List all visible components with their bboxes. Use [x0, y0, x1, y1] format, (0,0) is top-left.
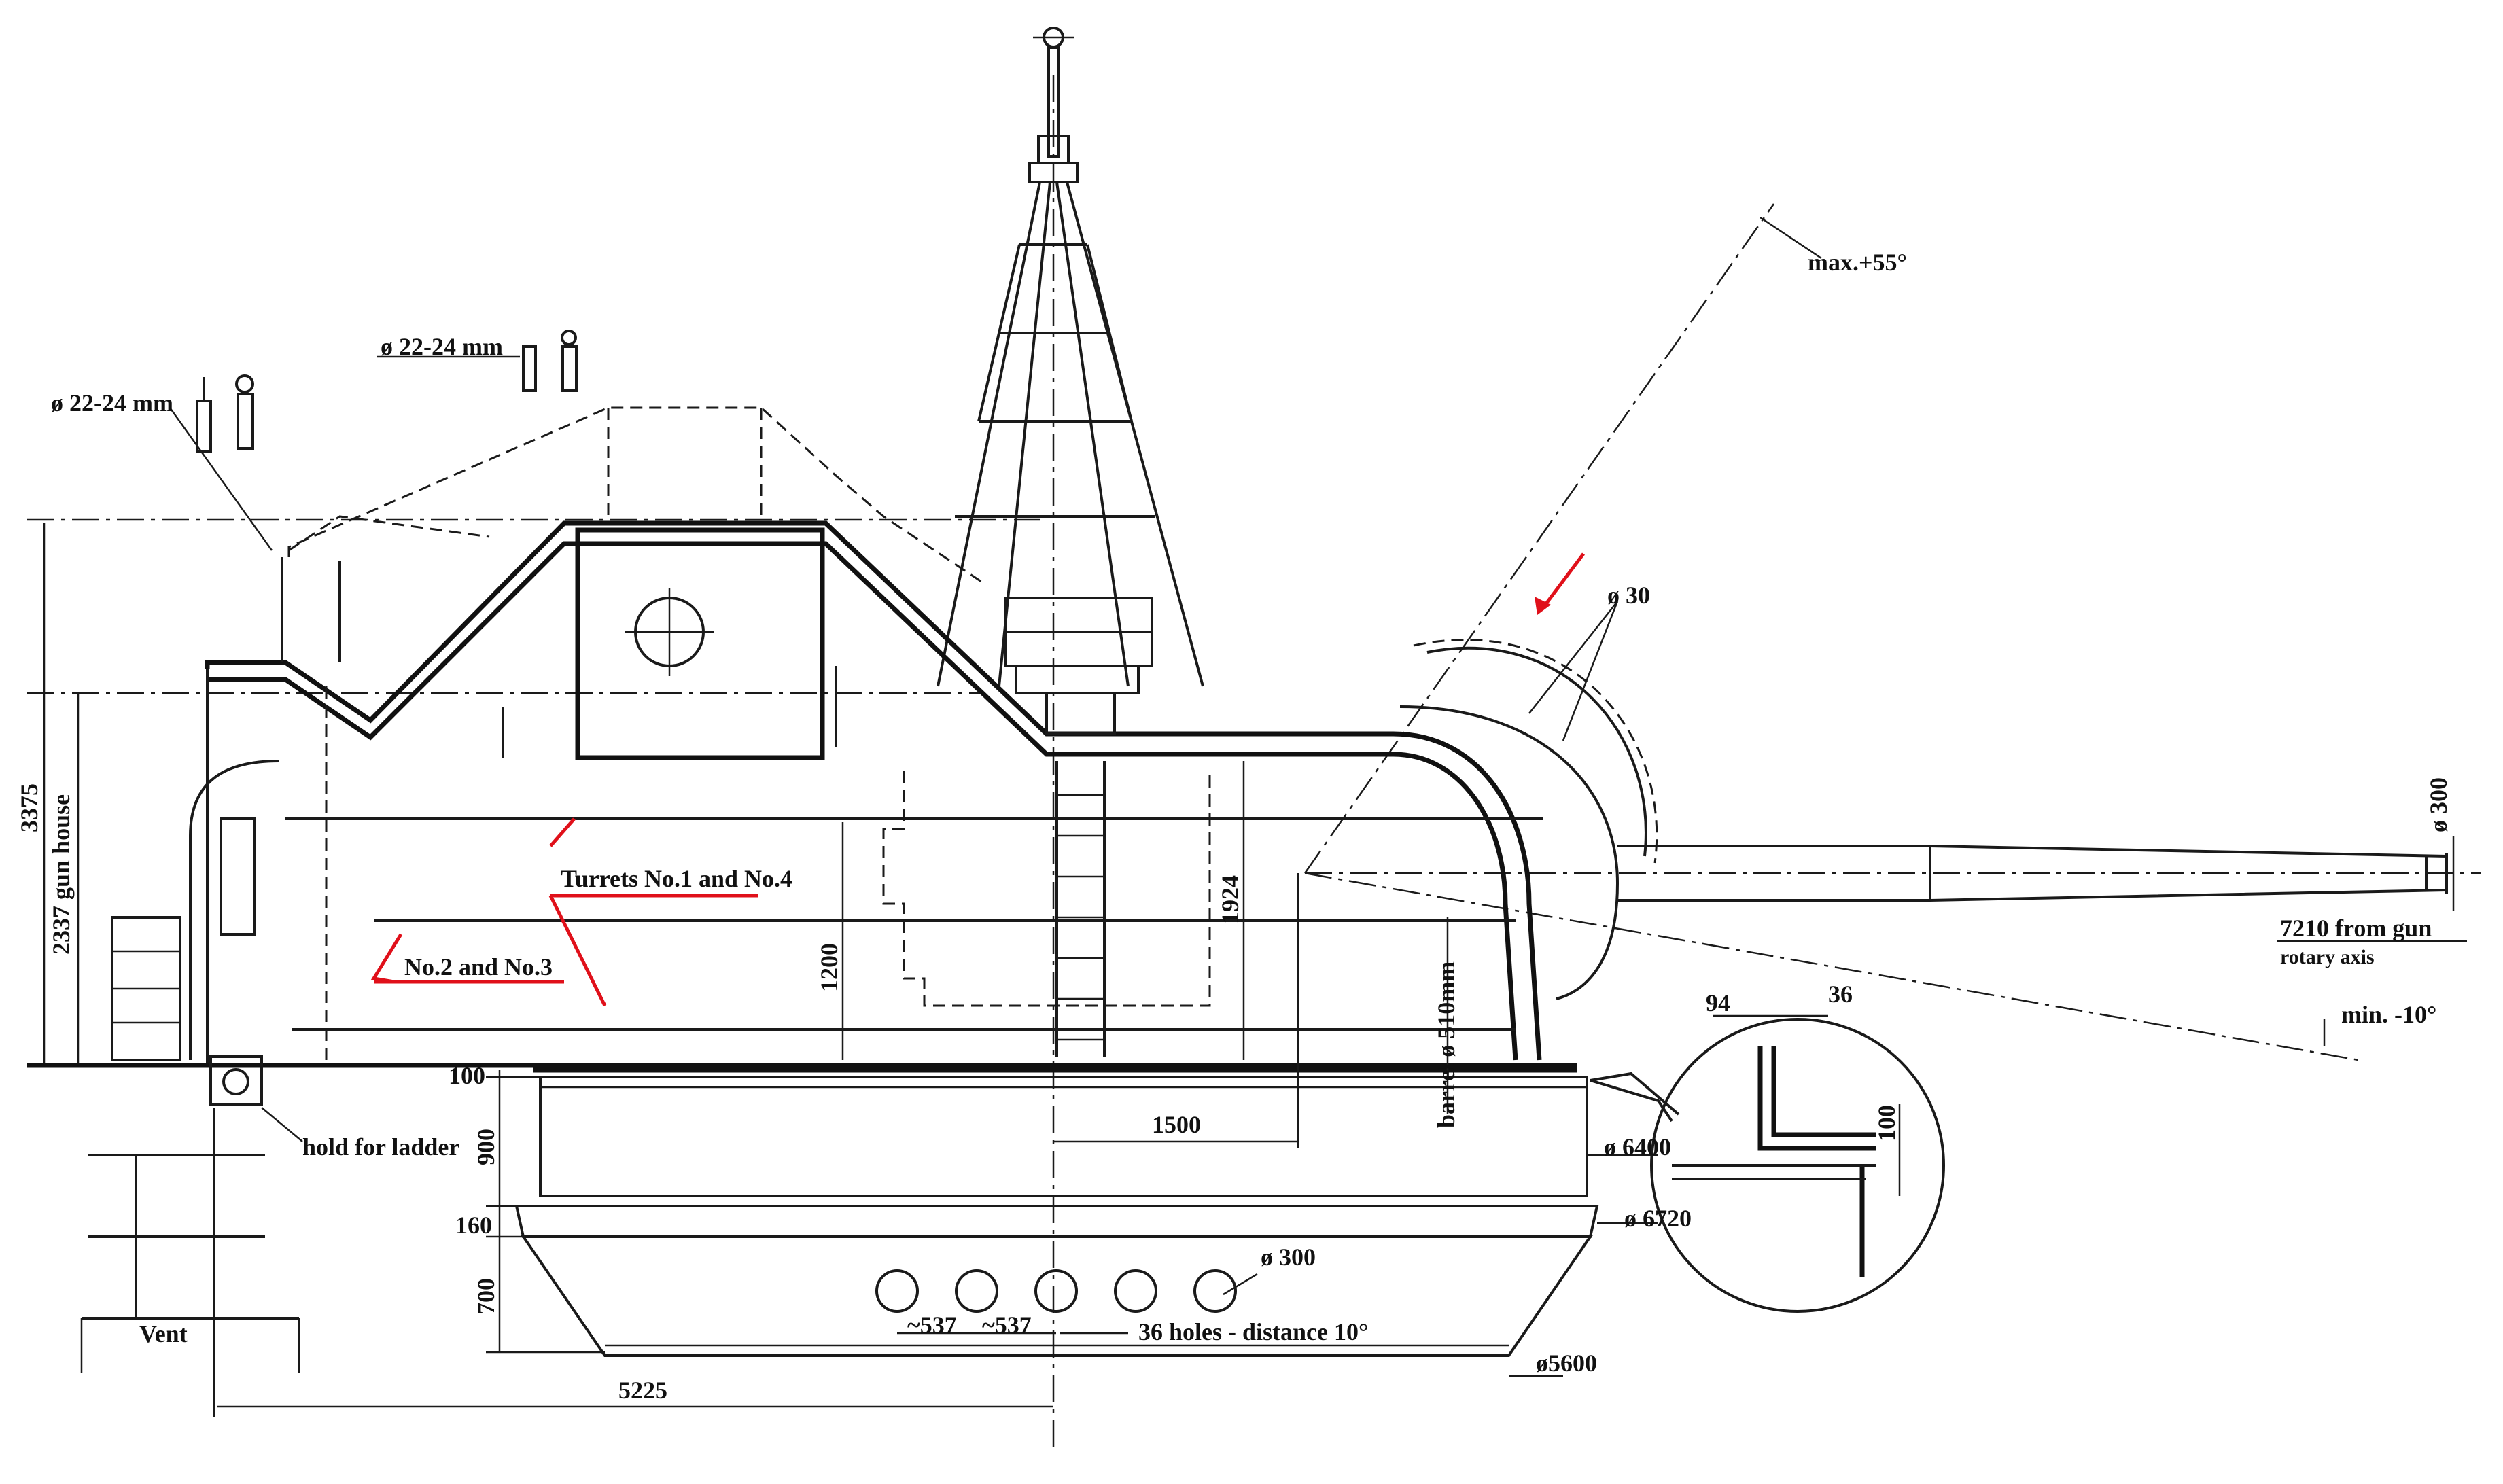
fittings — [196, 330, 578, 453]
hole-dia-label: ø 300 — [1261, 1243, 1316, 1271]
red-annotations — [370, 552, 1585, 1007]
turret-roof — [205, 406, 1393, 760]
dim-100: 100 — [449, 1062, 485, 1089]
holes-label: 36 holes - distance 10° — [1138, 1318, 1368, 1345]
min-elevation-label: min. -10° — [2341, 1001, 2436, 1028]
max-elevation-label: max.+55° — [1808, 249, 1907, 276]
gun-distance-label-line1: 7210 from gun — [2280, 915, 2432, 942]
dim-100-detail: 100 — [1873, 1105, 1900, 1142]
dim-160: 160 — [455, 1212, 492, 1239]
dim-2337: 2337 gun house — [48, 794, 75, 955]
dim-700: 700 — [472, 1278, 500, 1315]
dia-6720-label: ø 6720 — [1624, 1205, 1692, 1232]
dim-1200: 1200 — [816, 943, 843, 992]
vent — [80, 1154, 300, 1373]
joint-detail — [1590, 1018, 1945, 1313]
reference-lines — [27, 75, 2481, 1447]
dia-5600-label: ø5600 — [1536, 1349, 1597, 1377]
dim-537a: ~537 — [907, 1311, 957, 1339]
dim-3375: 3375 — [16, 783, 43, 832]
turrets-1-4-label: Turrets No.1 and No.4 — [561, 865, 792, 892]
mast — [937, 26, 1204, 687]
turrets-2-3-label: No.2 and No.3 — [404, 953, 553, 980]
barbette — [514, 1076, 1599, 1357]
gun-house — [27, 639, 1658, 1106]
dim-94: 94 — [1706, 989, 1730, 1017]
dia-6400-label: ø 6400 — [1604, 1133, 1671, 1161]
gun-distance-label-line2: rotary axis — [2280, 946, 2375, 968]
dia-300-muzzle-label: ø 300 — [2425, 777, 2452, 832]
dia-22-24-top-label: ø 22-24 mm — [381, 333, 503, 360]
dia-22-24-left-label: ø 22-24 mm — [51, 389, 173, 417]
dimension-lines — [43, 216, 2467, 1417]
dim-1924: 1924 — [1217, 875, 1244, 924]
dim-5225: 5225 — [618, 1377, 667, 1404]
barrel-dia-label: barrel ø 510mm — [1433, 961, 1460, 1128]
vent-label: Vent — [139, 1320, 188, 1347]
dim-537b: ~537 — [982, 1311, 1032, 1339]
dia-30-label: ø 30 — [1607, 582, 1650, 609]
dim-900: 900 — [472, 1129, 500, 1165]
gun-barrel — [1617, 845, 2448, 902]
text-labels: max.+55° min. -10° ø 30 ø 22-24 mm ø 22-… — [16, 249, 2452, 1404]
dim-36: 36 — [1828, 980, 1853, 1008]
hold-for-ladder-label: hold for ladder — [302, 1133, 459, 1161]
dim-1500: 1500 — [1152, 1111, 1201, 1138]
